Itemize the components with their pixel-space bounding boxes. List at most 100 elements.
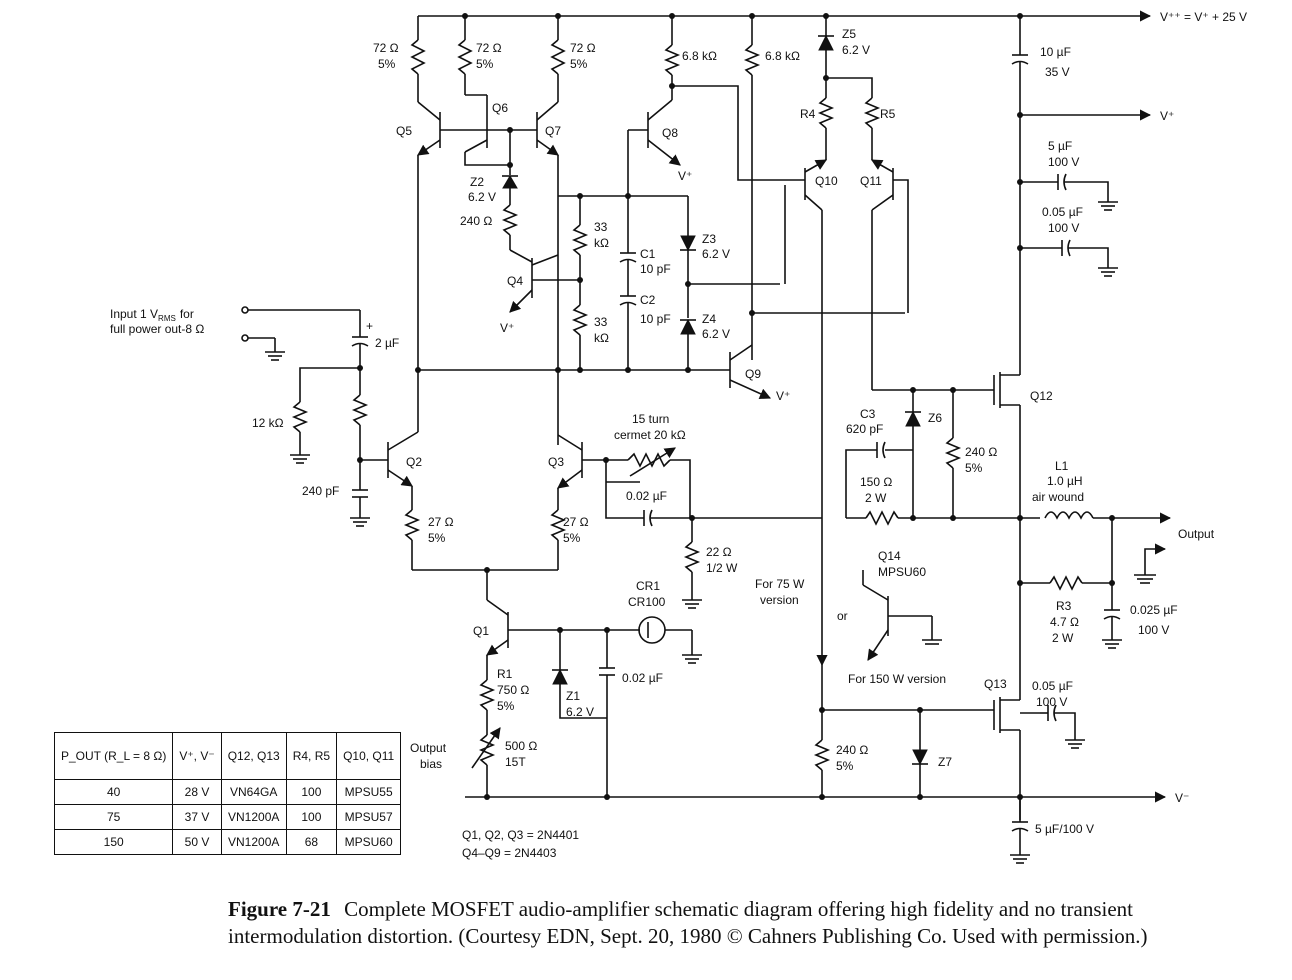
label-c3: C3 <box>860 407 876 421</box>
transistor-q9 <box>729 344 772 399</box>
label-r27a: 27 Ω <box>428 515 454 529</box>
table-cell: 37 V <box>172 804 222 830</box>
label-z2-v: 6.2 V <box>468 190 496 204</box>
capacitor-005uf-b <box>1040 704 1085 749</box>
label-r240a: 240 Ω <box>460 214 492 228</box>
capacitor-c2 <box>619 295 637 370</box>
table-cell: MPSU60 <box>336 829 402 855</box>
label-output: Output <box>1178 527 1215 541</box>
table-cell: 100 <box>285 804 338 830</box>
label-r240c: 240 Ω <box>836 743 868 757</box>
capacitor-005uf-a <box>1020 239 1118 277</box>
table-row: 75 37 V VN1200A 100 MPSU57 <box>53 804 402 830</box>
resistor-input-series <box>351 394 388 490</box>
table-cell: MPSU57 <box>336 804 402 830</box>
label-c002a: 0.02 µF <box>626 489 667 503</box>
rail-vm <box>465 791 1167 803</box>
label-r33a: 33 <box>594 220 608 234</box>
zener-z6 <box>905 390 921 518</box>
transistor-q4 <box>509 254 580 313</box>
transistor-q2 <box>387 370 421 570</box>
table-cell: VN1200A <box>220 804 287 830</box>
table-header: R4, R5 <box>285 732 338 780</box>
label-pot-1: 15 turn <box>632 412 669 426</box>
label-z2: Z2 <box>470 175 484 189</box>
table-cell: 75 <box>53 804 174 830</box>
resistor-240-a <box>501 204 533 263</box>
table-cell: 28 V <box>172 779 222 805</box>
input-terminals <box>241 306 360 361</box>
label-r150-w: 2 W <box>865 491 887 505</box>
label-z1-v: 6.2 V <box>566 705 594 719</box>
figure-caption: Figure 7-21 Complete MOSFET audio-amplif… <box>228 896 1228 950</box>
label-c1: C1 <box>640 247 656 261</box>
table-row: 40 28 V VN64GA 100 MPSU55 <box>53 779 402 805</box>
label-l1-note: air wound <box>1032 490 1084 504</box>
mosfet-q12 <box>872 372 1021 518</box>
label-cr1: CR1 <box>636 579 660 593</box>
label-c240p: 240 pF <box>302 484 339 498</box>
table-cell: 40 <box>53 779 174 805</box>
label-q8: Q8 <box>662 126 678 140</box>
label-r12k: 12 kΩ <box>252 416 284 430</box>
label-or: or <box>837 609 848 623</box>
label-r72c-tol: 5% <box>570 57 588 71</box>
resistor-72-a <box>410 16 426 102</box>
label-q14: Q14 <box>878 549 901 563</box>
resistor-240-b <box>944 390 962 518</box>
label-c025-v: 100 V <box>1138 623 1169 637</box>
table-header: Q12, Q13 <box>220 732 287 780</box>
resistor-r4 <box>817 97 835 160</box>
resistor-150 <box>846 510 1040 526</box>
resistor-r5 <box>863 97 881 160</box>
label-c5ub: 5 µF/100 V <box>1035 822 1094 836</box>
label-cin-pol: + <box>366 319 373 333</box>
rail-vpp-label: V⁺⁺ = V⁺ + 25 V <box>1160 10 1247 24</box>
label-q10: Q10 <box>815 174 838 188</box>
label-r5: R5 <box>880 107 896 121</box>
transistor-q7 <box>487 101 559 445</box>
input-label-2: full power out-8 Ω <box>110 322 204 336</box>
table-row: 150 50 V VN1200A 68 MPSU60 <box>53 829 402 855</box>
label-q7: Q7 <box>545 124 561 138</box>
label-c1-v: 10 pF <box>640 262 671 276</box>
label-r1-tol: 5% <box>497 699 515 713</box>
caption-text: Complete MOSFET audio-amplifier schemati… <box>228 897 1148 948</box>
rail-vp-label: V⁺ <box>1160 109 1174 123</box>
label-r6k8b: 6.8 kΩ <box>765 49 800 63</box>
label-r3-v: 4.7 Ω <box>1050 615 1079 629</box>
label-r4: R4 <box>800 107 816 121</box>
rail-vpp <box>418 10 1152 22</box>
diode-cr1 <box>638 616 702 664</box>
rail-vm-label: V⁻ <box>1175 791 1189 805</box>
label-r240c-tol: 5% <box>836 759 854 773</box>
label-z5: Z5 <box>842 27 856 41</box>
resistor-72-c <box>550 16 566 102</box>
label-r22: 22 Ω <box>706 545 732 559</box>
figure-number: Figure 7-21 <box>228 897 331 921</box>
label-r33a-u: kΩ <box>594 236 609 250</box>
label-r27b: 27 Ω <box>563 515 589 529</box>
label-q9-vp: V⁺ <box>776 389 790 403</box>
zener-z7 <box>912 710 928 797</box>
label-z3-v: 6.2 V <box>702 247 730 261</box>
capacitor-c1 <box>619 129 648 296</box>
label-l1-v: 1.0 µH <box>1047 474 1083 488</box>
table-header: V⁺, V⁻ <box>172 732 222 780</box>
label-r33b-u: kΩ <box>594 331 609 345</box>
table-cell: 100 <box>285 779 338 805</box>
label-pot-2: cermet 20 kΩ <box>614 428 686 442</box>
capacitor-10uf <box>1011 16 1029 375</box>
label-r3-w: 2 W <box>1052 631 1074 645</box>
table-cell: VN1200A <box>220 829 287 855</box>
transistor-q8 <box>647 99 681 166</box>
label-z7: Z7 <box>938 755 952 769</box>
label-v150: For 150 W version <box>848 672 946 686</box>
zener-z5 <box>818 16 873 98</box>
label-r150: 150 Ω <box>860 475 892 489</box>
table-header: P_OUT (R_L = 8 Ω) <box>53 732 174 780</box>
label-r1-v: 750 Ω <box>497 683 529 697</box>
resistor-r1 <box>478 655 496 735</box>
transistor-q11 <box>871 159 909 390</box>
